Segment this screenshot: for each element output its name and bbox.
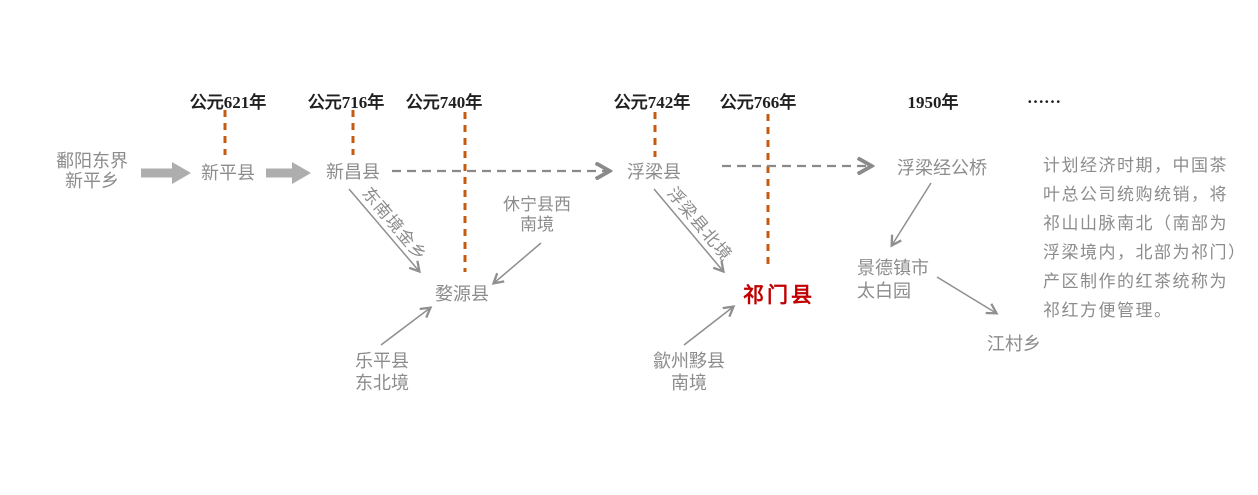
node-xinping: 新平县 — [201, 163, 255, 183]
arrow-xinchang-to-wuyuan — [348, 188, 421, 274]
side-note-line4: 浮梁境内，北部为祁门） — [1043, 243, 1247, 262]
branch-arrows — [348, 182, 999, 346]
branch-label-xiuning-line2: 南境 — [520, 215, 554, 234]
year-label-716: 公元716年 — [307, 93, 385, 112]
branch-label-leping-line2: 东北境 — [355, 373, 409, 393]
block-arrows — [141, 162, 311, 184]
node-origin: 鄱阳东界 新平乡 — [56, 151, 128, 191]
year-label-766: 公元766年 — [719, 93, 797, 112]
branch-label-leping: 乐平县 东北境 — [355, 350, 409, 394]
branch-label-shezhou-line1: 歙州黟县 — [653, 351, 725, 371]
node-jingdezhen-line1: 景德镇市 — [857, 258, 929, 278]
dashed-arrows — [392, 166, 870, 171]
side-note-line3: 祁山山脉南北（南部为 — [1043, 214, 1228, 233]
node-fuliang: 浮梁县 — [627, 162, 681, 182]
arrow-jinggongqiao-to-jingdezhen — [890, 182, 932, 248]
node-jinggongqiao: 浮梁经公桥 — [897, 158, 987, 178]
node-qimen: 祁门县 — [743, 283, 815, 307]
side-note: 计划经济时期，中国茶 叶总公司统购统销，将 祁山山脉南北（南部为 浮梁境内，北部… — [1043, 151, 1247, 325]
arrow-fuliang-to-qimen — [653, 188, 725, 274]
node-jiangcun: 江村乡 — [987, 334, 1041, 354]
node-origin-line2: 新平乡 — [65, 171, 119, 191]
branch-label-shezhou-line2: 南境 — [671, 373, 707, 393]
arrow-shezhou-to-qimen — [683, 305, 736, 346]
side-note-line6: 祁红方便管理。 — [1043, 301, 1173, 320]
timeline-ticks — [223, 110, 770, 272]
node-xinchang: 新昌县 — [326, 162, 380, 182]
side-note-line2: 叶总公司统购统销，将 — [1043, 185, 1228, 204]
node-jingdezhen-line2: 太白园 — [857, 281, 911, 301]
branch-label-leping-line1: 乐平县 — [355, 351, 409, 371]
branch-label-xiuning: 休宁县西 南境 — [503, 195, 571, 235]
year-label-742: 公元742年 — [613, 93, 691, 112]
side-note-line1: 计划经济时期，中国茶 — [1043, 156, 1228, 175]
side-note-line5: 产区制作的红茶统称为 — [1043, 272, 1228, 291]
node-wuyuan: 婺源县 — [435, 284, 489, 304]
block-arrow-origin-to-xinping — [141, 162, 191, 184]
year-label-1950: 1950年 — [907, 93, 959, 112]
node-origin-line1: 鄱阳东界 — [56, 151, 128, 171]
year-label-ellipsis: …… — [1027, 88, 1061, 107]
block-arrow-xinping-to-xinchang — [266, 162, 311, 184]
arrow-jingdezhen-to-jiangcun — [936, 276, 999, 315]
arrow-xiuning-to-wuyuan — [491, 242, 542, 285]
arrow-leping-to-wuyuan — [380, 306, 433, 346]
year-label-621: 公元621年 — [189, 93, 267, 112]
branch-label-shezhou: 歙州黟县 南境 — [653, 350, 725, 394]
node-jingdezhen: 景德镇市 太白园 — [857, 257, 929, 303]
branch-label-xiuning-line1: 休宁县西 — [503, 195, 571, 214]
year-label-740: 公元740年 — [405, 93, 483, 112]
